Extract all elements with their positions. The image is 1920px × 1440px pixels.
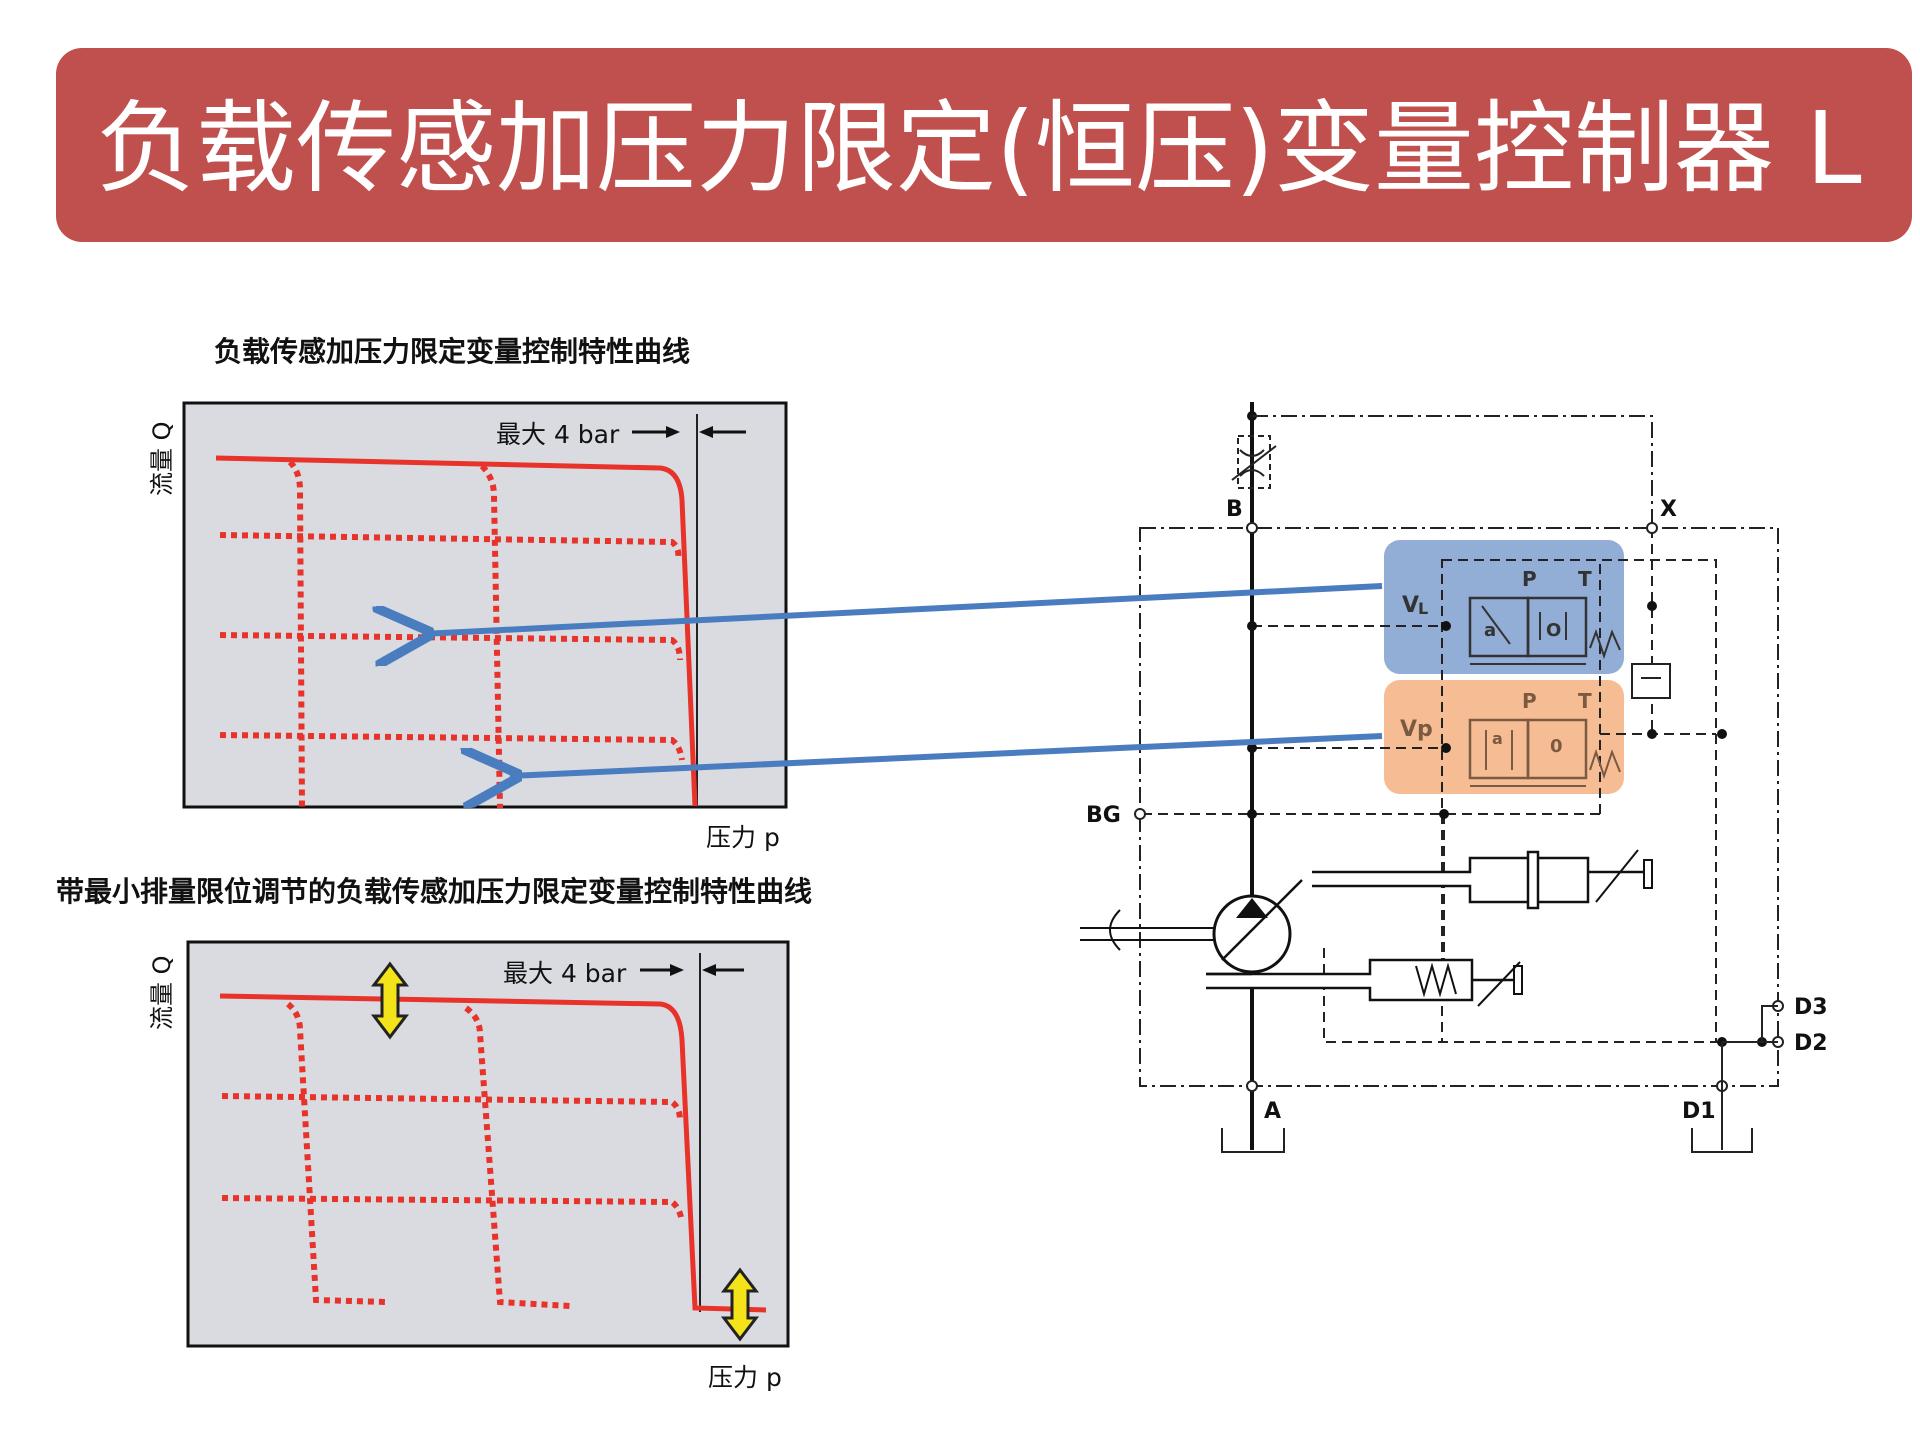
diagram1-annotation-arrowhead-right [666, 426, 680, 438]
diagram1-dotted-line-1 [219, 532, 682, 561]
diagram2-annotation: 最大 4 bar [503, 959, 627, 988]
title-banner [56, 48, 1912, 242]
port-labels: B X BG A D1 D3 D2 [1086, 497, 1828, 1124]
vl-position-o: O [1546, 620, 1561, 641]
diagram1-main-curve [215, 455, 698, 807]
diagram2-dotted-drop-1 [285, 1001, 387, 1305]
vl-valve-highlight [1384, 540, 1624, 674]
diagram1-dotted-drop-1 [287, 459, 305, 809]
diagram2-y-axis-label: 流量 Q [148, 955, 176, 1030]
port-bg-label: BG [1086, 803, 1121, 828]
pressure-adjust-arrow-icon [720, 1267, 760, 1342]
drain-line [1323, 948, 1722, 1043]
vp-valve-highlight [1384, 680, 1624, 794]
diagram1: 最大 4 bar 流量 Q 压力 p [148, 401, 788, 852]
hydraulic-schematic: B X BG A D1 D3 D2 V L P T a O Vp P T a 0 [1080, 402, 1828, 1153]
diagram1-dotted-drop-2 [479, 463, 503, 809]
d3-link [1761, 1005, 1778, 1042]
vp-port-p: P [1522, 689, 1537, 713]
control-boundary [1139, 527, 1779, 1087]
vl-port-t: T [1578, 567, 1592, 591]
stroking-cylinder-large [1312, 849, 1653, 910]
pump-icon [1212, 894, 1292, 974]
tank-d1-icon [1691, 1128, 1753, 1153]
diagram2: 最大 4 bar 流量 Q 压力 p [148, 940, 790, 1392]
x-line-top [1252, 415, 1653, 528]
vl-valve-name-subscript: L [1418, 599, 1428, 618]
pump-direction-triangle [1236, 898, 1268, 918]
rotation-arrow-icon [1109, 909, 1121, 951]
vp-valve-labels: Vp P T a 0 [1400, 689, 1592, 757]
diagram2-dotted-curves [221, 1001, 685, 1309]
port-d3-label: D3 [1794, 995, 1828, 1020]
damping-orifice-icon [1631, 663, 1671, 699]
diagram1-y-axis-label: 流量 Q [148, 421, 176, 496]
port-d2-label: D2 [1794, 1031, 1828, 1056]
diagram1-dotted-line-3 [219, 732, 685, 761]
port-b-label: B [1226, 497, 1243, 522]
stroking-cylinder-small [1206, 958, 1523, 1007]
diagram1-caption: 负载传感加压力限定变量控制特性曲线 [214, 335, 691, 368]
vp-position-zero: 0 [1550, 736, 1563, 757]
vl-valve-name: V [1402, 593, 1419, 618]
vp-port-t: T [1578, 689, 1592, 713]
diagram2-annotation-arrowhead-right [670, 964, 684, 976]
junction-dots [1247, 601, 1767, 1047]
vl-port-a: a [1484, 620, 1496, 641]
vp-port-a: a [1492, 729, 1503, 748]
vl-valve-symbol [1468, 596, 1621, 665]
diagram2-caption: 带最小排量限位调节的负载传感加压力限定变量控制特性曲线 [56, 875, 813, 908]
valve-pilot-frame [1441, 559, 1717, 1043]
port-d1-label: D1 [1682, 1099, 1716, 1124]
diagram2-dotted-drop-2 [464, 1005, 571, 1309]
diagram1-dotted-line-2 [219, 632, 683, 661]
diagram1-annotation-arrowhead-left [699, 426, 713, 438]
throttle-adjust-arrow-icon [1231, 445, 1277, 481]
port-a-label: A [1264, 1099, 1281, 1124]
throttle-icon [1239, 449, 1265, 477]
diagram1-x-axis-label: 压力 p [706, 823, 780, 852]
diagram2-x-axis-label: 压力 p [708, 1363, 782, 1392]
vl-to-curve-arrow [422, 583, 1383, 634]
vl-valve-labels: V L P T a O [1402, 567, 1592, 641]
vp-valve-name: Vp [1400, 717, 1433, 742]
vp-to-curve-arrow [510, 733, 1383, 776]
pump-variable-arrow [1221, 879, 1303, 961]
tank-a-icon [1221, 1128, 1285, 1153]
diagram2-annotation-arrowhead-left [702, 964, 716, 976]
diagram1-dotted-curves [219, 459, 685, 809]
throttle-box [1237, 435, 1271, 489]
min-displacement-adjust-arrow-icon [370, 961, 410, 1040]
page-title: 负载传感加压力限定(恒压)变量控制器 L [96, 90, 1862, 207]
vp-valve-symbol [1468, 718, 1621, 787]
diagram1-annotation: 最大 4 bar [496, 420, 620, 449]
diagram2-main-curve [219, 993, 767, 1313]
dash-dot-frame [1139, 415, 1779, 1087]
vl-port-p: P [1522, 567, 1537, 591]
port-x-label: X [1660, 497, 1677, 522]
